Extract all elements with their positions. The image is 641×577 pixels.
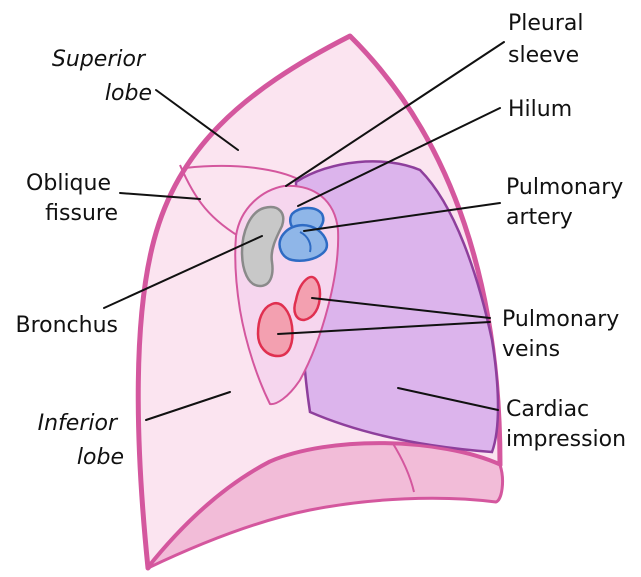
leader-superior-lobe — [155, 89, 239, 151]
label-pulmonary-artery-line1: Pulmonary — [506, 175, 623, 200]
label-inferior-lobe-line1: Inferior — [38, 411, 119, 436]
horizontal-lobe-line — [184, 164, 301, 181]
label-pulmonary-artery: Pulmonary artery — [506, 175, 630, 230]
label-superior-lobe-line2: lobe — [105, 81, 152, 106]
pulmonary-vein-lower — [256, 301, 294, 358]
pulmonary-artery-lower — [278, 223, 329, 262]
leader-pulmonary-artery — [303, 202, 501, 232]
label-cardiac-impression: Cardiac impression — [506, 397, 626, 452]
label-pulmonary-artery-line2: artery — [506, 205, 573, 230]
label-oblique-fissure-line1: Oblique — [26, 171, 111, 196]
label-pulmonary-veins-line2: veins — [502, 337, 560, 362]
label-pulmonary-veins: Pulmonary veins — [502, 307, 626, 362]
label-bronchus-line1: Bronchus — [15, 313, 118, 338]
label-hilum-line1: Hilum — [508, 97, 572, 122]
leader-hilum — [297, 107, 501, 207]
leader-bronchus — [103, 235, 263, 309]
leader-cardiac-impression — [397, 387, 499, 411]
label-pleural-sleeve-line1: Pleural — [508, 11, 584, 36]
leader-oblique-fissure — [119, 192, 201, 200]
leader-pleural-sleeve — [285, 41, 505, 187]
label-bronchus: Bronchus — [15, 313, 118, 338]
oblique-fissure-line — [179, 164, 246, 241]
label-inferior-lobe-line2: lobe — [77, 445, 124, 470]
bronchus-shape — [240, 205, 285, 288]
label-pleural-sleeve-line2: sleeve — [508, 43, 579, 68]
label-inferior-lobe: Inferior lobe — [38, 411, 124, 470]
pulmonary-artery-fold — [299, 231, 312, 253]
pulmonary-vein-upper — [293, 275, 322, 322]
base-inner-line — [391, 441, 415, 493]
leader-pulmonary-vein-lower — [277, 321, 491, 335]
label-oblique-fissure: Oblique fissure — [26, 171, 118, 226]
label-pleural-sleeve: Pleural sleeve — [508, 11, 591, 68]
label-superior-lobe: Superior lobe — [52, 47, 152, 106]
leader-inferior-lobe — [145, 391, 231, 421]
leader-pulmonary-vein-upper — [311, 297, 491, 319]
label-cardiac-impression-line2: impression — [506, 427, 626, 452]
label-cardiac-impression-line1: Cardiac — [506, 397, 589, 422]
label-superior-lobe-line1: Superior — [52, 47, 147, 72]
diaphragmatic-base — [146, 442, 505, 570]
label-oblique-fissure-line2: fissure — [45, 201, 118, 226]
label-hilum: Hilum — [508, 97, 572, 122]
label-pulmonary-veins-line1: Pulmonary — [502, 307, 619, 332]
